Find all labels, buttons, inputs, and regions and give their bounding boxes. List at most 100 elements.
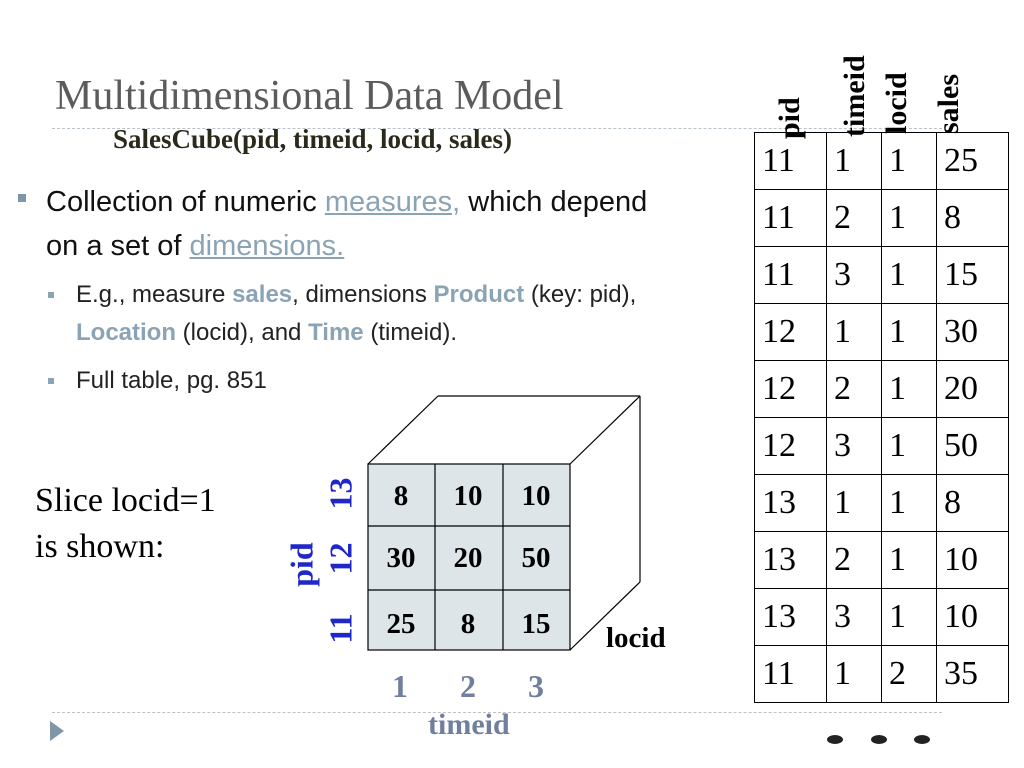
table-cell-sales: 10	[936, 588, 1009, 646]
next-slide-arrow-icon[interactable]	[50, 721, 64, 741]
y-axis-label: pid	[283, 542, 320, 587]
table-cell-locid: 1	[881, 246, 937, 304]
cube-cell: 10	[453, 479, 483, 512]
cube-cell: 8	[393, 479, 409, 512]
table-cell-pid: 11	[754, 645, 827, 703]
table-cell-pid: 11	[754, 246, 827, 304]
table-cell-timeid: 3	[826, 246, 882, 304]
sub-bullet-text: E.g., measure	[76, 281, 233, 308]
table-cell-timeid: 2	[826, 531, 882, 589]
keyword-location: Location	[76, 319, 176, 346]
table-header-locid: locid	[880, 72, 913, 134]
measures-link[interactable]: measures,	[324, 186, 461, 218]
sub-bullet-text: (timeid).	[363, 319, 457, 346]
cube-cell: 50	[521, 541, 551, 574]
cube-cell: 20	[453, 541, 483, 574]
table-cell-pid: 12	[754, 360, 827, 418]
keyword-product: Product	[433, 281, 525, 308]
table-cell-sales: 50	[936, 417, 1009, 475]
table-cell-locid: 1	[881, 417, 937, 475]
x-tick-1: 1	[392, 668, 408, 704]
cube-outline	[367, 395, 641, 651]
sub-bullet-text: , dimensions	[292, 281, 434, 308]
table-cell-timeid: 1	[826, 474, 882, 532]
table-cell-pid: 11	[754, 132, 827, 190]
table-cell-timeid: 2	[826, 189, 882, 247]
table-cell-locid: 1	[881, 588, 937, 646]
table-cell-timeid: 2	[826, 360, 882, 418]
cube-cell: 10	[521, 479, 551, 512]
y-tick-11: 11	[322, 613, 359, 644]
table-cell-pid: 13	[754, 531, 827, 589]
table-cell-sales: 35	[936, 645, 1009, 703]
table-cell-sales: 25	[936, 132, 1009, 190]
slice-caption-line: Slice locid=1	[35, 482, 216, 519]
sub-bullet-marker	[48, 378, 54, 384]
z-axis-label: locid	[606, 622, 666, 654]
table-cell-timeid: 1	[826, 303, 882, 361]
title-divider	[52, 128, 942, 129]
y-tick-13: 13	[322, 477, 359, 510]
sub-bullet-text: (key: pid),	[524, 281, 637, 308]
ellipsis-dot	[871, 735, 887, 744]
page-title: Multidimensional Data Model	[55, 73, 564, 119]
sub-bullet-text: (locid), and	[176, 319, 309, 346]
x-axis-label: timeid	[428, 708, 510, 741]
cube-cell: 25	[386, 607, 416, 640]
table-cell-sales: 15	[936, 246, 1009, 304]
cube-cell: 15	[521, 607, 551, 640]
ellipsis-dot	[827, 735, 843, 744]
table-cell-pid: 12	[754, 303, 827, 361]
ellipsis-dot	[914, 735, 930, 744]
y-tick-12: 12	[322, 542, 359, 575]
table-cell-pid: 12	[754, 417, 827, 475]
table-cell-timeid: 3	[826, 417, 882, 475]
sub-bullet-text: Full table, pg. 851	[76, 367, 267, 394]
table-cell-sales: 8	[936, 189, 1009, 247]
sub-bullet-full-table: Full table, pg. 851	[48, 362, 448, 400]
table-header-timeid: timeid	[838, 55, 871, 137]
bullet-text: Collection of numeric	[46, 186, 325, 218]
table-cell-timeid: 1	[826, 645, 882, 703]
table-cell-timeid: 3	[826, 588, 882, 646]
table-cell-locid: 1	[881, 531, 937, 589]
table-cell-sales: 30	[936, 303, 1009, 361]
table-cell-locid: 1	[881, 303, 937, 361]
table-cell-sales: 10	[936, 531, 1009, 589]
table-cell-locid: 1	[881, 474, 937, 532]
table-cell-pid: 13	[754, 474, 827, 532]
cube-cell: 8	[460, 607, 476, 640]
slice-caption: Slice locid=1 is shown:	[35, 478, 216, 570]
table-cell-locid: 2	[881, 645, 937, 703]
table-cell-sales: 8	[936, 474, 1009, 532]
table-header-sales: sales	[932, 74, 965, 134]
sub-bullet-marker	[48, 292, 54, 298]
table-cell-timeid: 1	[826, 132, 882, 190]
slice-caption-line: is shown:	[35, 528, 165, 565]
table-cell-locid: 1	[881, 132, 937, 190]
footer-divider	[52, 712, 942, 713]
bullet-collection: Collection of numeric measures, which de…	[18, 180, 658, 268]
table-header-pid: pid	[773, 97, 806, 139]
sub-bullet-example: E.g., measure sales, dimensions Product …	[48, 276, 698, 352]
table-cell-pid: 13	[754, 588, 827, 646]
bullet-marker	[18, 194, 26, 202]
page-subtitle: SalesCube(pid, timeid, locid, sales)	[113, 124, 513, 154]
x-tick-3: 3	[528, 668, 544, 704]
keyword-time: Time	[308, 319, 364, 346]
cube-cell: 30	[386, 541, 416, 574]
table-cell-locid: 1	[881, 189, 937, 247]
keyword-sales: sales	[232, 281, 293, 308]
dimensions-link[interactable]: dimensions.	[189, 230, 345, 262]
x-tick-2: 2	[460, 668, 476, 704]
table-cell-locid: 1	[881, 360, 937, 418]
